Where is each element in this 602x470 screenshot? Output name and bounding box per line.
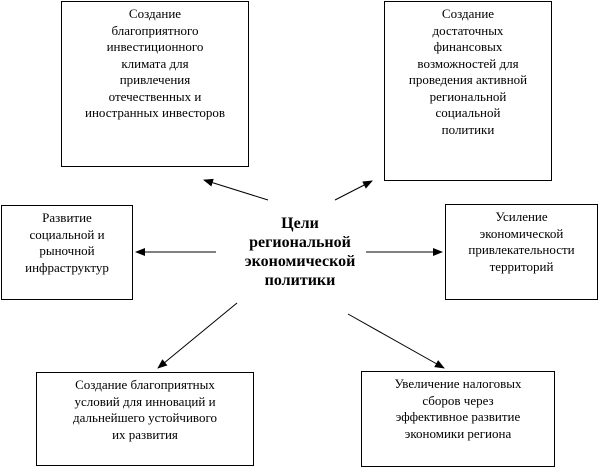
arrow-to-bottom-right bbox=[347, 313, 445, 369]
goal-box-financial-capabilities: Создание достаточных финансовых возможно… bbox=[384, 1, 552, 181]
goal-box-infrastructure: Развитие социальной и рыночной инфрастру… bbox=[1, 205, 133, 300]
arrow-to-top-left bbox=[203, 178, 269, 201]
goal-text: Создание достаточных финансовых возможно… bbox=[408, 6, 528, 137]
goal-text: Создание благоприятных условий для иннов… bbox=[73, 377, 217, 442]
goal-text: Увеличение налоговых сборов через эффект… bbox=[394, 376, 522, 441]
goal-box-innovation: Создание благоприятных условий для иннов… bbox=[36, 372, 254, 466]
goal-text: Усиление экономической привлекательности… bbox=[468, 209, 575, 274]
arrow-to-bottom-left bbox=[157, 302, 238, 369]
goal-text: Развитие социальной и рыночной инфрастру… bbox=[25, 210, 109, 275]
goal-box-investment-climate: Создание благоприятного инвестиционного … bbox=[61, 1, 249, 167]
goal-text: Создание благоприятного инвестиционного … bbox=[84, 6, 225, 120]
goal-box-tax-revenue: Увеличение налоговых сборов через эффект… bbox=[361, 371, 555, 467]
center-title: Цели региональной экономической политики bbox=[244, 215, 356, 289]
goal-box-attractiveness: Усиление экономической привлекательности… bbox=[445, 204, 598, 300]
arrow-to-top-right bbox=[334, 180, 373, 201]
